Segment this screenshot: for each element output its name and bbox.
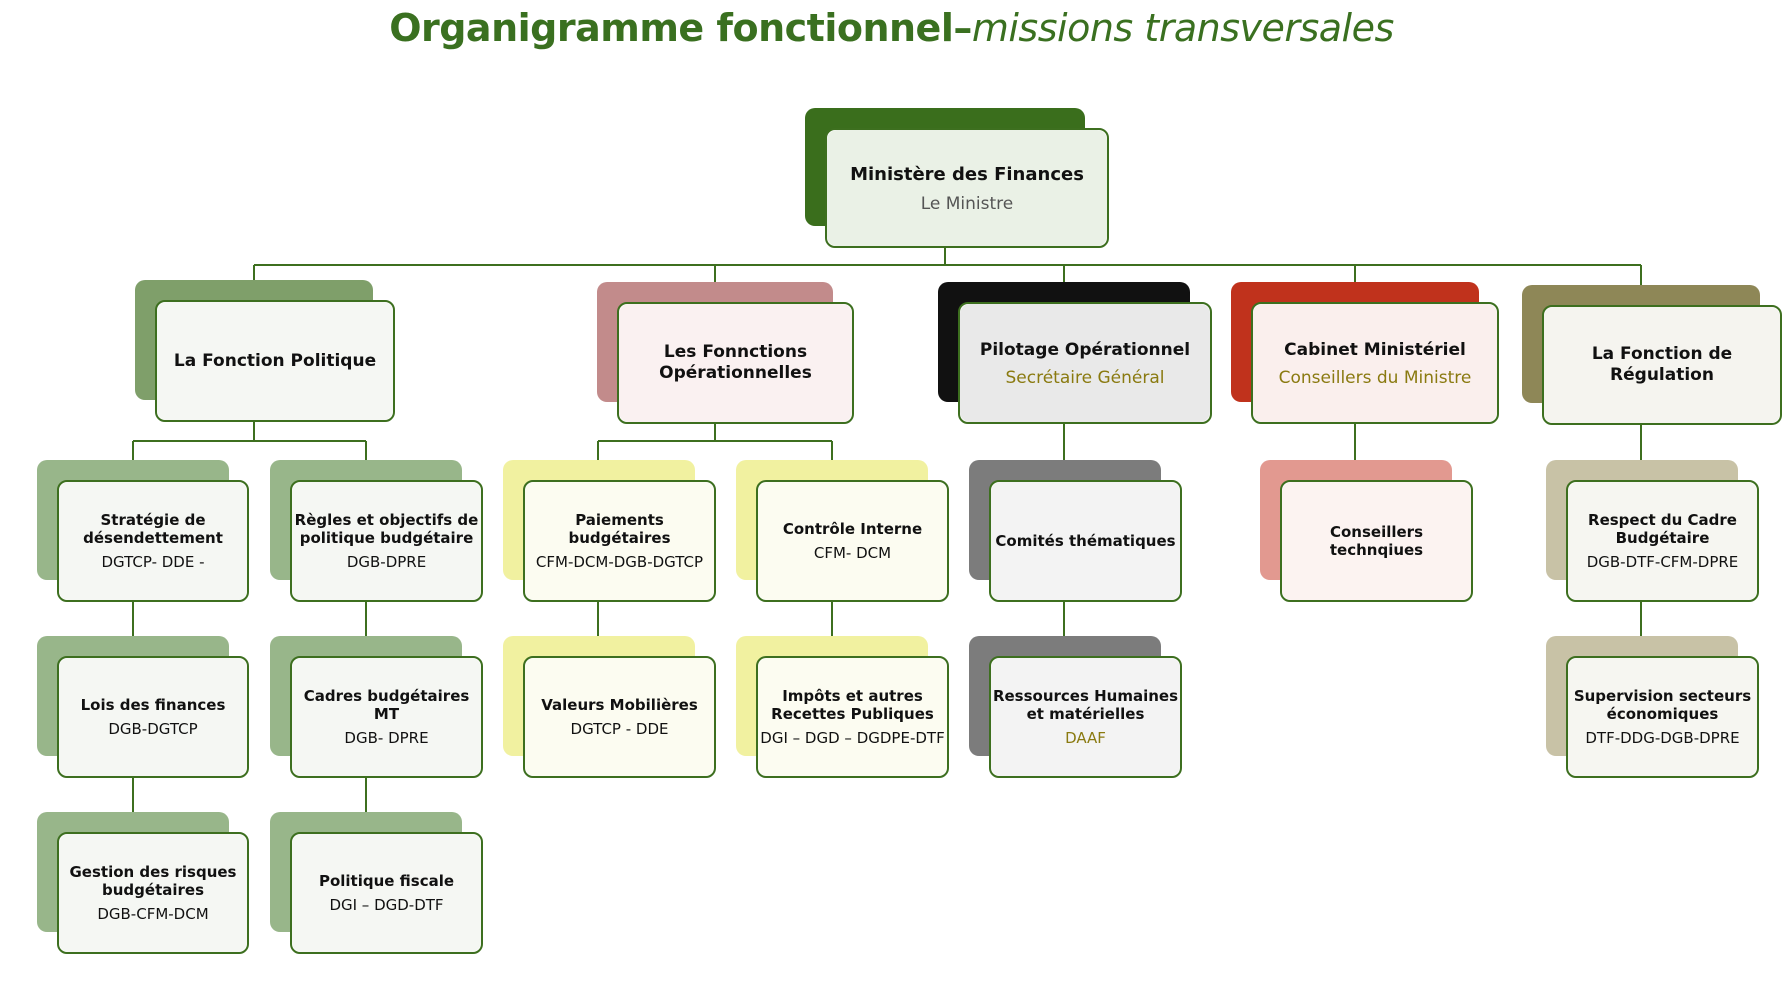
node-ressources-humaines: Ressources Humaines et matérielles DAAF <box>969 636 1182 778</box>
node-controle-interne: Contrôle Interne CFM- DCM <box>736 460 949 602</box>
node-supervision-secteurs: Supervision secteurs économiques DTF-DDG… <box>1546 636 1759 778</box>
cadres-sub: DGB- DPRE <box>344 729 429 747</box>
impots-title: Impôts et autres Recettes Publiques <box>771 687 934 723</box>
valeurs-title: Valeurs Mobilières <box>541 696 698 714</box>
node-cabinet-ministeriel: Cabinet Ministériel Conseillers du Minis… <box>1231 282 1499 424</box>
respect-sub: DGB-DTF-CFM-DPRE <box>1586 553 1739 571</box>
paiements-title: Paiements budgétaires <box>568 511 671 547</box>
title-main: Organigramme fonctionnel <box>389 6 954 50</box>
politique-title: La Fonction Politique <box>173 350 377 371</box>
conseillers-title: Conseillers technqiues <box>1329 523 1424 559</box>
regulation-title: La Fonction de Régulation <box>1591 344 1733 385</box>
supervision-sub: DTF-DDG-DGB-DPRE <box>1585 729 1740 747</box>
respect-title: Respect du Cadre Budgétaire <box>1588 511 1737 547</box>
node-lois-des-finances: Lois des finances DGB-DGTCP <box>37 636 249 778</box>
strategie-title: Stratégie de désendettement <box>83 511 223 547</box>
node-valeurs-mobilieres: Valeurs Mobilières DGTCP - DDE <box>503 636 716 778</box>
cabinet-title: Cabinet Ministériel <box>1284 339 1466 360</box>
node-fonction-politique: La Fonction Politique <box>135 280 395 422</box>
node-comites-thematiques: Comités thématiques <box>969 460 1182 602</box>
pilotage-title: Pilotage Opérationnel <box>979 339 1191 360</box>
node-paiements-budgetaires: Paiements budgétaires CFM-DCM-DGB-DGTCP <box>503 460 716 602</box>
fiscale-title: Politique fiscale <box>318 872 455 890</box>
node-respect-cadre: Respect du Cadre Budgétaire DGB-DTF-CFM-… <box>1546 460 1759 602</box>
strategie-sub: DGTCP- DDE - <box>101 553 205 571</box>
rh-sub: DAAF <box>1065 729 1106 747</box>
cadres-title: Cadres budgétaires MT <box>303 687 470 723</box>
controle-title: Contrôle Interne <box>782 520 923 538</box>
regles-title: Règles et objectifs de politique budgéta… <box>294 511 479 547</box>
node-conseillers-techniques: Conseillers technqiues <box>1260 460 1473 602</box>
node-regles-objectifs: Règles et objectifs de politique budgéta… <box>270 460 483 602</box>
valeurs-sub: DGTCP - DDE <box>570 720 669 738</box>
node-pilotage-operationnel: Pilotage Opérationnel Secrétaire Général <box>938 282 1212 424</box>
risques-sub: DGB-CFM-DCM <box>97 905 209 923</box>
node-fonction-regulation: La Fonction de Régulation <box>1522 285 1782 425</box>
rh-title: Ressources Humaines et matérielles <box>992 687 1179 723</box>
risques-title: Gestion des risques budgétaires <box>69 863 237 899</box>
paiements-sub: CFM-DCM-DGB-DGTCP <box>535 553 704 571</box>
node-politique-fiscale: Politique fiscale DGI – DGD-DTF <box>270 812 483 954</box>
regles-sub: DGB-DPRE <box>346 553 427 571</box>
cabinet-subtitle: Conseillers du Ministre <box>1278 367 1472 388</box>
node-cadres-budgetaires: Cadres budgétaires MT DGB- DPRE <box>270 636 483 778</box>
node-gestion-risques: Gestion des risques budgétaires DGB-CFM-… <box>37 812 249 954</box>
lois-sub: DGB-DGTCP <box>108 720 198 738</box>
diagram-title: Organigramme fonctionnel–missions transv… <box>0 6 1783 50</box>
pilotage-subtitle: Secrétaire Général <box>1005 367 1165 388</box>
title-italic: missions transversales <box>971 6 1394 50</box>
supervision-title: Supervision secteurs économiques <box>1573 687 1752 723</box>
node-strategie-desendettement: Stratégie de désendettement DGTCP- DDE - <box>37 460 249 602</box>
operationnelles-title: Les Fonnctions Opérationnelles <box>659 342 812 383</box>
node-impots-recettes: Impôts et autres Recettes Publiques DGI … <box>736 636 949 778</box>
comites-title: Comités thématiques <box>995 532 1176 550</box>
node-fonctions-operationnelles: Les Fonnctions Opérationnelles <box>597 282 854 424</box>
root-title: Ministère des Finances <box>850 163 1084 185</box>
impots-sub: DGI – DGD – DGDPE-DTF <box>760 729 945 747</box>
title-separator: – <box>953 6 972 50</box>
root-subtitle: Le Ministre <box>920 193 1014 214</box>
fiscale-sub: DGI – DGD-DTF <box>329 896 444 914</box>
controle-sub: CFM- DCM <box>813 544 892 562</box>
lois-title: Lois des finances <box>80 696 226 714</box>
node-ministere-des-finances: Ministère des Finances Le Ministre <box>805 108 1109 248</box>
